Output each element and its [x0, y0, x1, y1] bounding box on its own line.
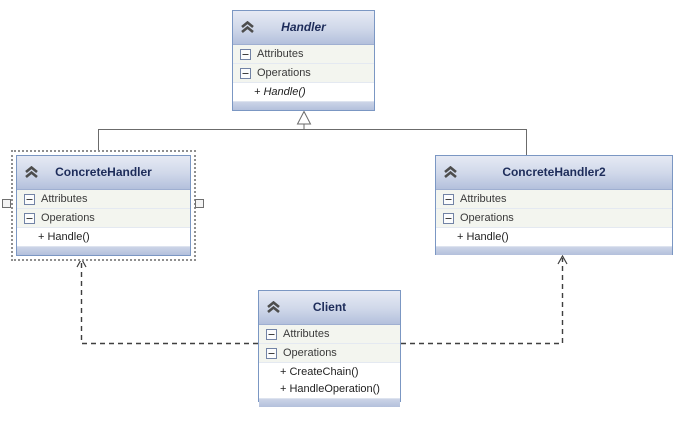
operations-label: Operations: [41, 212, 95, 224]
selection-frame[interactable]: ConcreteHandler Attributes Operations + …: [11, 150, 196, 261]
operations-list: + Handle(): [17, 228, 190, 246]
operations-compartment[interactable]: Operations: [259, 344, 400, 363]
inheritance-connector[interactable]: [98, 110, 527, 156]
collapse-chevron-icon[interactable]: [240, 21, 255, 34]
operations-label: Operations: [257, 67, 311, 79]
collapse-chevron-icon[interactable]: [443, 166, 458, 179]
class-header[interactable]: ConcreteHandler2: [436, 156, 672, 190]
method-item[interactable]: + HandleOperation(): [280, 383, 380, 395]
operations-list: + CreateChain() + HandleOperation(): [259, 363, 400, 398]
attributes-compartment[interactable]: Attributes: [233, 45, 374, 64]
class-title: ConcreteHandler: [55, 165, 152, 179]
class-title: ConcreteHandler2: [502, 165, 606, 179]
resize-handle-right[interactable]: [195, 199, 204, 208]
method-item[interactable]: + Handle(): [38, 231, 90, 243]
dependency-connector-client-concretehandler[interactable]: [76, 257, 258, 345]
class-box-handler[interactable]: Handler Attributes Operations + Handle(): [232, 10, 375, 111]
inheritance-triangle-icon: [296, 110, 312, 125]
class-header[interactable]: Client: [259, 291, 400, 325]
attributes-compartment[interactable]: Attributes: [259, 325, 400, 344]
class-footer: [233, 101, 374, 110]
operations-label: Operations: [460, 212, 514, 224]
class-title: Handler: [281, 20, 326, 34]
operations-compartment[interactable]: Operations: [17, 209, 190, 228]
attributes-label: Attributes: [460, 193, 507, 205]
dependency-connector-client-concretehandler2[interactable]: [401, 254, 568, 345]
collapse-chevron-icon[interactable]: [266, 301, 281, 314]
expander-minus-icon[interactable]: [266, 328, 277, 340]
operations-compartment[interactable]: Operations: [436, 209, 672, 228]
expander-minus-icon[interactable]: [443, 193, 454, 205]
class-box-concretehandler2[interactable]: ConcreteHandler2 Attributes Operations +…: [435, 155, 673, 255]
expander-minus-icon[interactable]: [24, 193, 35, 205]
attributes-label: Attributes: [257, 48, 304, 60]
class-box-concretehandler[interactable]: ConcreteHandler Attributes Operations + …: [16, 155, 191, 256]
attributes-label: Attributes: [283, 328, 330, 340]
operations-list: + Handle(): [436, 228, 672, 246]
expander-minus-icon[interactable]: [240, 48, 251, 60]
operations-compartment[interactable]: Operations: [233, 64, 374, 83]
attributes-compartment[interactable]: Attributes: [17, 190, 190, 209]
class-title: Client: [312, 300, 347, 314]
class-footer: [17, 246, 190, 255]
method-item[interactable]: + CreateChain(): [280, 366, 359, 378]
method-item[interactable]: + Handle(): [457, 231, 509, 243]
expander-minus-icon[interactable]: [266, 347, 277, 359]
open-arrowhead-icon: [557, 254, 568, 265]
resize-handle-left[interactable]: [2, 199, 11, 208]
expander-minus-icon[interactable]: [24, 212, 35, 224]
operations-list: + Handle(): [233, 83, 374, 101]
method-item[interactable]: + Handle(): [254, 86, 306, 98]
class-footer: [259, 398, 400, 407]
attributes-compartment[interactable]: Attributes: [436, 190, 672, 209]
class-header[interactable]: ConcreteHandler: [17, 156, 190, 190]
expander-minus-icon[interactable]: [443, 212, 454, 224]
attributes-label: Attributes: [41, 193, 88, 205]
expander-minus-icon[interactable]: [240, 67, 251, 79]
operations-label: Operations: [283, 347, 337, 359]
class-box-client[interactable]: Client Attributes Operations + CreateCha…: [258, 290, 401, 407]
class-footer: [436, 246, 672, 255]
class-header[interactable]: Handler: [233, 11, 374, 45]
collapse-chevron-icon[interactable]: [24, 166, 39, 179]
